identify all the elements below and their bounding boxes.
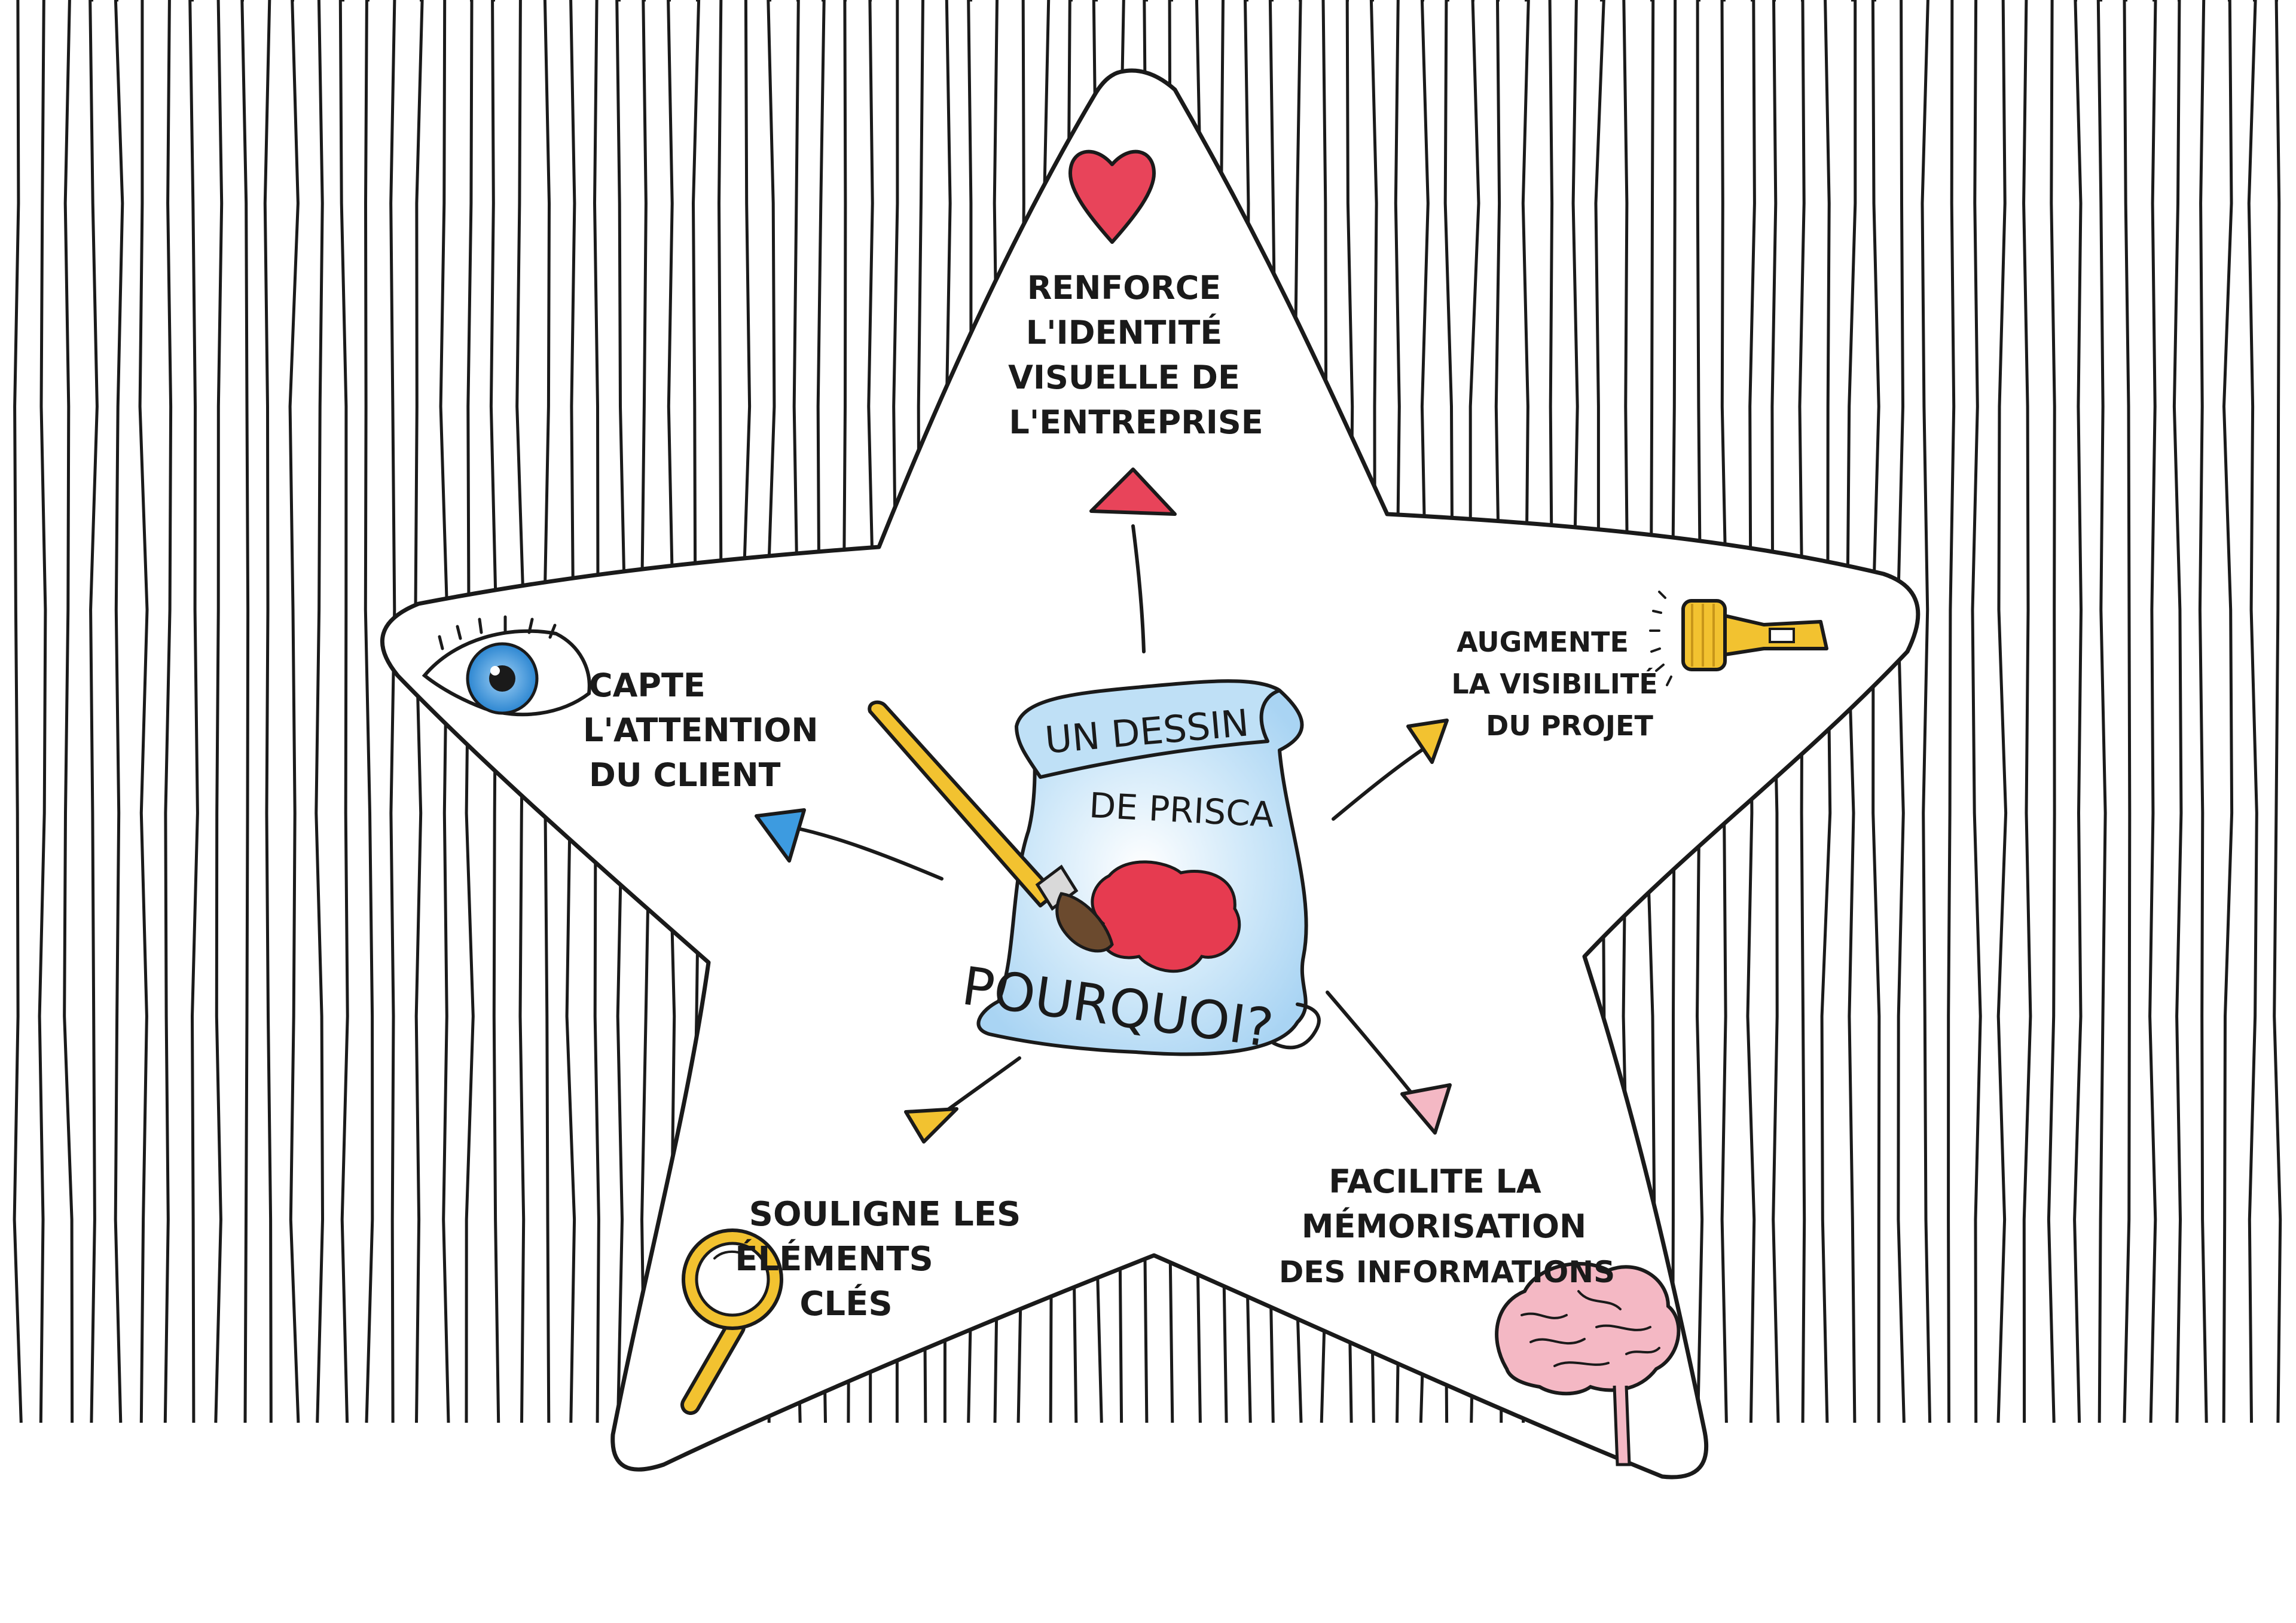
background-stripe (2198, 0, 2208, 1423)
branch-right-label: AUGMENTE LA VISIBILITÉ DU PROJET (1451, 626, 1657, 742)
background-stripe (1871, 0, 1881, 1423)
background-stripe (2247, 0, 2258, 1423)
branch-bottom-left-line1: SOULIGNE LES (749, 1195, 1021, 1234)
arrow-bottom-left (904, 1056, 1021, 1144)
background-stripe (338, 0, 349, 1423)
background-stripe (2123, 0, 2132, 1423)
background-stripe (188, 0, 199, 1423)
background-stripe (2073, 0, 2083, 1423)
branch-right-line2: LA VISIBILITÉ (1451, 668, 1657, 700)
branch-bottom-right-label: FACILITE LA MÉMORISATION DES INFORMATION… (1279, 1163, 1615, 1289)
branch-bottom-right-line1: FACILITE LA (1329, 1163, 1541, 1200)
arrow-top (1089, 467, 1177, 653)
branch-top-line1: RENFORCE (1027, 269, 1222, 307)
brain-icon (1495, 1262, 1681, 1466)
background-stripe (2222, 0, 2234, 1423)
arrow-left (755, 808, 944, 881)
branch-bottom-right-line3: DES INFORMATIONS (1279, 1255, 1615, 1289)
branch-left-line3: DU CLIENT (589, 756, 781, 794)
background-stripe (1996, 0, 2008, 1423)
background-stripe (63, 0, 74, 1423)
background-stripe (2047, 0, 2056, 1423)
background-stripe (414, 0, 424, 1423)
background-stripe (163, 0, 173, 1423)
background-stripe (1971, 0, 1982, 1423)
background-stripe (240, 0, 250, 1423)
background-stripe (38, 0, 47, 1423)
arrow-bottom-right (1326, 991, 1452, 1135)
branch-top-line2: L'IDENTITÉ (1026, 314, 1223, 352)
background-stripe (214, 0, 224, 1423)
background-stripe (2172, 0, 2183, 1423)
branch-right-line1: AUGMENTE (1457, 626, 1629, 658)
heart-icon (1068, 149, 1156, 244)
branch-bottom-right-line2: MÉMORISATION (1302, 1208, 1586, 1245)
branch-right-line3: DU PROJET (1486, 710, 1653, 742)
background-stripe (2096, 0, 2107, 1423)
background-stripe (263, 0, 273, 1423)
branch-left-label: CAPTE L'ATTENTION DU CLIENT (583, 667, 819, 794)
background-stripe (2022, 0, 2032, 1423)
eye-icon (422, 615, 591, 717)
branch-left-line2: L'ATTENTION (583, 711, 819, 749)
background-stripe (13, 0, 23, 1423)
background-stripe (1921, 0, 1932, 1423)
arrow-right (1332, 719, 1449, 821)
flashlight-icon (1649, 591, 1828, 686)
paint-splash-shape (1091, 860, 1241, 973)
scroll-title-line2: DE PRISCA (1088, 785, 1275, 835)
background-stripe (315, 0, 324, 1423)
branch-top-label: RENFORCE L'IDENTITÉ VISUELLE DE L'ENTREP… (1008, 269, 1263, 441)
background-stripe (1947, 0, 1956, 1423)
branch-bottom-left-label: SOULIGNE LES ÉLÉMENTS CLÉS (735, 1195, 1021, 1324)
branch-left-line1: CAPTE (589, 667, 706, 704)
branch-bottom-left-line3: CLÉS (799, 1284, 892, 1324)
branch-top-line3: VISUELLE DE (1008, 359, 1240, 396)
magnifying-glass-icon (680, 1228, 783, 1415)
background-stripe (1896, 0, 1906, 1423)
background-stripe (88, 0, 99, 1423)
background-stripe (138, 0, 149, 1423)
branch-top-line4: L'ENTREPRISE (1009, 404, 1263, 441)
background-stripe (114, 0, 124, 1423)
branch-bottom-left-line2: ÉLÉMENTS (735, 1239, 933, 1279)
background-stripe (288, 0, 300, 1423)
background-stripe (364, 0, 374, 1423)
background-stripe (2148, 0, 2157, 1423)
background-stripe (2273, 0, 2282, 1423)
background-stripe (389, 0, 396, 1423)
paintbrush-icon (868, 700, 1114, 953)
